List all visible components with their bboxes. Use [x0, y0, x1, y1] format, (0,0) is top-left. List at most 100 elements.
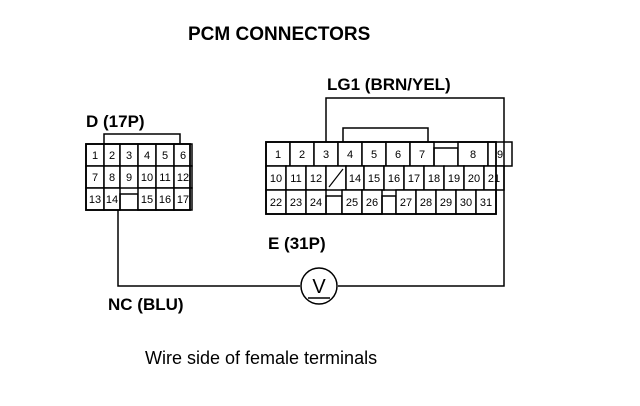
connector-e-pin-4: 4: [337, 141, 363, 167]
svg-text:22: 22: [270, 197, 282, 209]
svg-text:13: 13: [89, 194, 101, 206]
connector-d-body: [85, 143, 191, 211]
connector-e-pin-12: 12: [305, 165, 327, 191]
svg-text:8: 8: [470, 149, 476, 161]
svg-text:14: 14: [349, 173, 361, 185]
svg-text:16: 16: [388, 173, 400, 185]
svg-text:7: 7: [92, 172, 98, 184]
svg-text:1: 1: [275, 149, 281, 161]
svg-text:17: 17: [177, 194, 189, 206]
svg-text:15: 15: [141, 194, 153, 206]
lg1-wire: [325, 97, 505, 287]
connector-d-pin-8: 8: [103, 165, 121, 189]
connector-e-pin-26: 26: [361, 189, 383, 215]
connector-e-pin-6: 6: [385, 141, 411, 167]
connector-e-pin-30: 30: [455, 189, 477, 215]
connector-d-pin-5: 5: [155, 143, 175, 167]
svg-text:17: 17: [408, 173, 420, 185]
svg-text:14: 14: [106, 194, 118, 206]
svg-text:4: 4: [347, 149, 353, 161]
svg-text:12: 12: [177, 172, 189, 184]
connector-e-latch: [342, 127, 429, 142]
connector-d-pin-10: 10: [137, 165, 157, 189]
svg-text:20: 20: [468, 173, 480, 185]
svg-text:31: 31: [480, 197, 492, 209]
svg-text:5: 5: [371, 149, 377, 161]
svg-text:8: 8: [109, 172, 115, 184]
connector-e-pin-3: 3: [313, 141, 339, 167]
svg-text:11: 11: [159, 172, 170, 184]
connector-e-pin-11: 11: [285, 165, 307, 191]
connector-e-pin-16: 16: [383, 165, 405, 191]
svg-text:25: 25: [346, 197, 358, 209]
svg-text:26: 26: [366, 197, 378, 209]
svg-text:27: 27: [400, 197, 412, 209]
connector-d-label: D (17P): [86, 112, 145, 131]
lg1-wire-label: LG1 (BRN/YEL): [327, 75, 451, 94]
svg-text:2: 2: [109, 150, 115, 162]
connector-e-pin-21: 21: [483, 165, 505, 191]
svg-text:18: 18: [428, 173, 440, 185]
diagram-title: PCM CONNECTORS: [188, 24, 370, 45]
svg-text:7: 7: [419, 149, 425, 161]
nc-wire-label: NC (BLU): [108, 295, 184, 314]
connector-e-pin-keyway: [325, 195, 343, 214]
connector-d-pin-11: 11: [155, 165, 175, 189]
connector-e-pin-18: 18: [423, 165, 445, 191]
svg-text:2: 2: [299, 149, 305, 161]
svg-text:10: 10: [270, 173, 282, 185]
connector-e-pin-27: 27: [395, 189, 417, 215]
connector-e-pin-31: 31: [475, 189, 497, 215]
svg-text:28: 28: [420, 197, 432, 209]
svg-text:9: 9: [497, 149, 503, 161]
connector-e-pin-22: 22: [265, 189, 287, 215]
connector-e-label: E (31P): [268, 234, 326, 253]
connector-e-pin-2: 2: [289, 141, 315, 167]
voltmeter-symbol: V: [312, 276, 326, 298]
svg-text:16: 16: [159, 194, 171, 206]
connector-d-pin-3: 3: [119, 143, 139, 167]
connector-e-pin-keyway: [381, 195, 397, 214]
connector-d-pin-13: 13: [85, 187, 105, 211]
svg-text:3: 3: [323, 149, 329, 161]
svg-text:12: 12: [310, 173, 322, 185]
connector-e-pin-1: 1: [265, 141, 291, 167]
diagram-caption: Wire side of female terminals: [145, 348, 377, 368]
connector-e-pin-28: 28: [415, 189, 437, 215]
svg-text:30: 30: [460, 197, 472, 209]
svg-text:4: 4: [144, 150, 150, 162]
svg-text:15: 15: [368, 173, 380, 185]
connector-e-pin-15: 15: [363, 165, 385, 191]
connector-e-pin-blank: [325, 165, 347, 191]
connector-d-pin-16: 16: [155, 187, 175, 211]
connector-d-pin-4: 4: [137, 143, 157, 167]
svg-text:29: 29: [440, 197, 452, 209]
connector-d-pin-keyway: [119, 193, 139, 210]
connector-e-pin-8: 8: [457, 141, 489, 167]
connector-e-pin-14: 14: [345, 165, 365, 191]
svg-text:3: 3: [126, 150, 132, 162]
connector-e-pin-keyway: [433, 147, 459, 166]
svg-text:23: 23: [290, 197, 302, 209]
connector-d-pin-14: 14: [103, 187, 121, 211]
connector-d-pin-1: 1: [85, 143, 105, 167]
connector-d-pin-12: 12: [173, 165, 193, 189]
connector-e-pin-7: 7: [409, 141, 435, 167]
nc-wire: [117, 210, 300, 287]
svg-text:24: 24: [310, 197, 322, 209]
svg-text:11: 11: [290, 173, 301, 185]
svg-text:19: 19: [448, 173, 460, 185]
connector-e-pin-29: 29: [435, 189, 457, 215]
connector-e-pin-23: 23: [285, 189, 307, 215]
svg-text:6: 6: [395, 149, 401, 161]
voltmeter-icon: V: [300, 267, 338, 305]
connector-e-pin-19: 19: [443, 165, 465, 191]
connector-e-pin-25: 25: [341, 189, 363, 215]
svg-text:1: 1: [92, 150, 98, 162]
connector-e-body: [265, 141, 497, 215]
svg-text:10: 10: [141, 172, 153, 184]
connector-d-pin-2: 2: [103, 143, 121, 167]
